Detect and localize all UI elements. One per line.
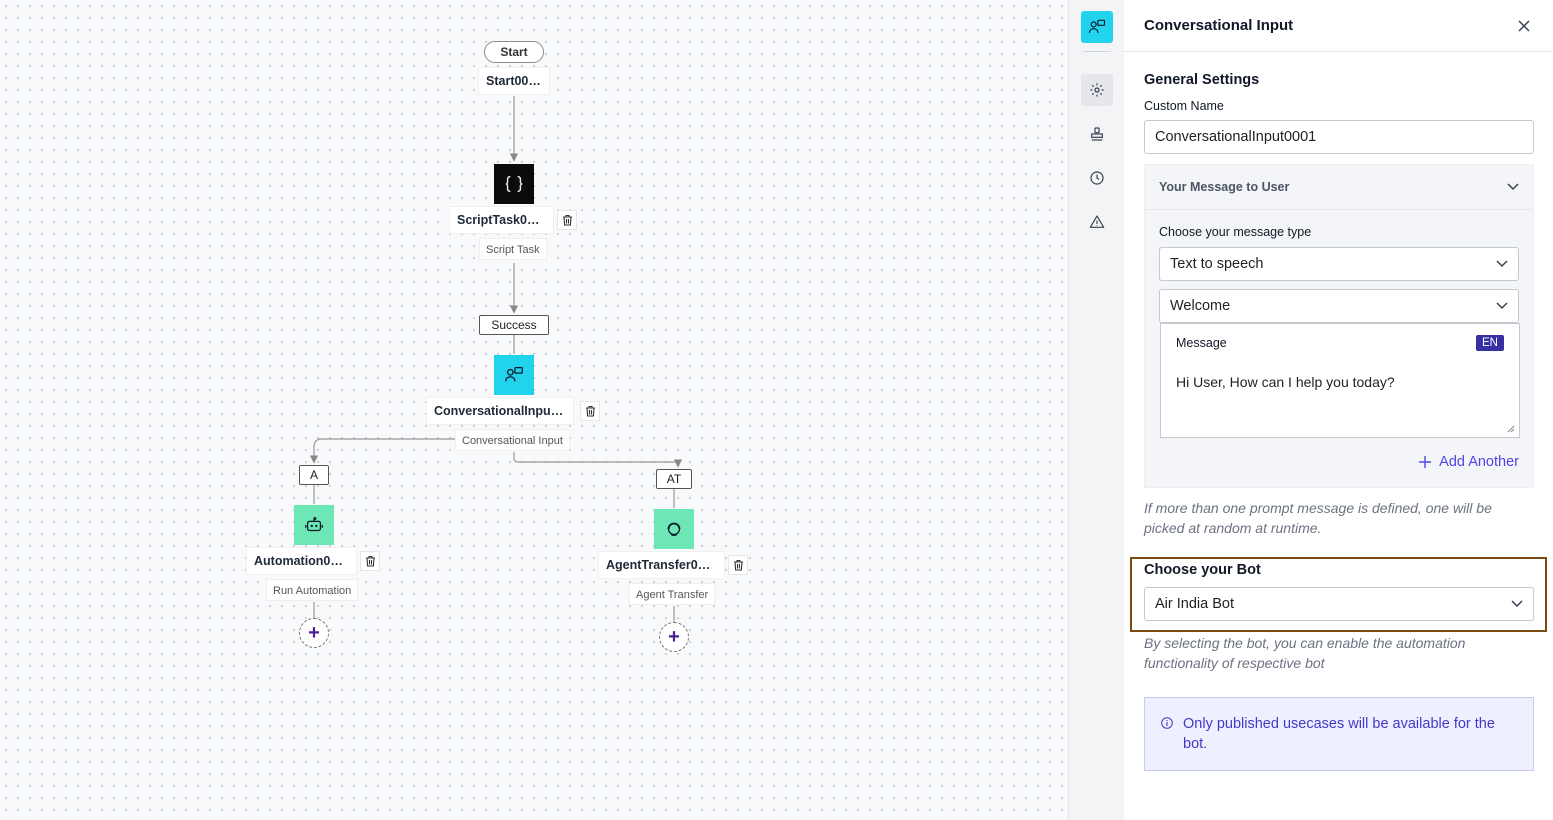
warning-icon xyxy=(1089,215,1105,228)
success-edge-label[interactable]: Success xyxy=(479,315,549,335)
info-notice: Only published usecases will be availabl… xyxy=(1144,697,1534,771)
add-node-agent-button[interactable]: + xyxy=(659,622,689,652)
panel-title: Conversational Input xyxy=(1144,17,1294,34)
conversational-input-icon xyxy=(1088,19,1106,33)
chevron-down-icon xyxy=(1496,302,1508,310)
resize-handle-icon[interactable] xyxy=(1507,425,1515,433)
message-type-value: Text to speech xyxy=(1170,256,1264,272)
start-pill[interactable]: Start xyxy=(484,41,544,63)
automation-type: Run Automation xyxy=(266,579,359,601)
conversational-input-icon xyxy=(505,367,523,382)
choose-bot-label: Choose your Bot xyxy=(1144,562,1261,578)
bot-select-value: Air India Bot xyxy=(1155,596,1234,612)
conversational-input-label[interactable]: ConversationalInput0... xyxy=(427,398,573,424)
start-node-label[interactable]: Start0001 xyxy=(479,68,549,94)
custom-name-label: Custom Name xyxy=(1144,99,1224,113)
trash-icon xyxy=(733,559,743,571)
trash-icon xyxy=(585,405,595,417)
conversational-input-type: Conversational Input xyxy=(455,429,570,451)
agent-transfer-type: Agent Transfer xyxy=(629,583,716,605)
close-icon xyxy=(1518,19,1530,32)
chevron-down-icon xyxy=(1496,260,1508,268)
prompt-hint: If more than one prompt message is defin… xyxy=(1144,500,1492,536)
delete-agent-transfer-button[interactable] xyxy=(728,555,748,575)
chevron-down-icon xyxy=(1507,183,1519,191)
message-category-select[interactable]: Welcome xyxy=(1159,289,1519,323)
clock-icon xyxy=(1090,171,1104,185)
robot-icon xyxy=(305,516,323,532)
properties-panel: Conversational Input General Settings Cu… xyxy=(1124,0,1553,820)
rail-warnings-button[interactable] xyxy=(1081,206,1113,238)
panel-header: Conversational Input xyxy=(1124,0,1553,52)
edge-conv-at xyxy=(513,452,683,468)
agent-icon xyxy=(667,522,681,536)
rail-settings-button[interactable] xyxy=(1081,74,1113,106)
bot-select[interactable]: Air India Bot xyxy=(1144,587,1534,621)
add-another-label: Add Another xyxy=(1439,454,1519,470)
message-type-select[interactable]: Text to speech xyxy=(1159,247,1519,281)
plus-icon xyxy=(1419,456,1432,468)
message-type-label: Choose your message type xyxy=(1159,225,1312,239)
delete-script-button[interactable] xyxy=(557,210,577,230)
message-category-value: Welcome xyxy=(1170,298,1231,314)
custom-name-input[interactable] xyxy=(1144,120,1534,154)
rail-divider xyxy=(1083,51,1111,52)
agent-transfer-node[interactable] xyxy=(654,509,694,549)
message-accordion: Your Message to User Choose your message… xyxy=(1144,164,1534,488)
node-type-badge xyxy=(1081,11,1113,43)
add-another-button[interactable]: Add Another xyxy=(1419,454,1519,470)
bot-selection-highlight xyxy=(1130,557,1547,632)
chevron-down-icon xyxy=(1511,600,1523,608)
message-text[interactable]: Hi User, How can I help you today? xyxy=(1176,374,1395,390)
conversational-input-node[interactable] xyxy=(494,355,534,395)
flow-edges xyxy=(309,96,683,622)
script-task-node[interactable] xyxy=(494,164,534,204)
script-task-type: Script Task xyxy=(479,238,547,260)
close-panel-button[interactable] xyxy=(1515,17,1533,35)
settings-icon xyxy=(1090,83,1104,97)
automation-node[interactable] xyxy=(294,505,334,545)
info-text: Only published usecases will be availabl… xyxy=(1183,716,1495,752)
flow-canvas[interactable]: Start Start0001 ScriptTask0001 Script Ta… xyxy=(0,0,1068,820)
trash-icon xyxy=(365,555,375,567)
panel-side-rail xyxy=(1068,0,1124,820)
trash-icon xyxy=(562,214,572,226)
delete-conversational-button[interactable] xyxy=(580,401,600,421)
general-settings-heading: General Settings xyxy=(1144,72,1260,88)
curly-braces-icon xyxy=(505,175,523,193)
edge-conv-a xyxy=(309,438,455,464)
rail-stamp-button[interactable] xyxy=(1081,118,1113,150)
accordion-title: Your Message to User xyxy=(1159,180,1290,194)
stamp-icon xyxy=(1091,127,1103,141)
message-label: Message xyxy=(1176,336,1227,350)
message-textarea[interactable]: Message EN Hi User, How can I help you t… xyxy=(1160,323,1520,438)
script-task-label[interactable]: ScriptTask0001 xyxy=(450,207,553,233)
info-icon xyxy=(1161,717,1173,729)
automation-label[interactable]: Automation0001 xyxy=(247,548,356,574)
language-badge[interactable]: EN xyxy=(1476,335,1504,351)
rail-history-button[interactable] xyxy=(1081,162,1113,194)
branch-at-label[interactable]: AT xyxy=(656,469,692,489)
bot-hint: By selecting the bot, you can enable the… xyxy=(1144,635,1466,671)
message-accordion-header[interactable]: Your Message to User xyxy=(1145,165,1533,210)
agent-transfer-label[interactable]: AgentTransfer0001 xyxy=(599,552,724,578)
add-node-automation-button[interactable]: + xyxy=(299,618,329,648)
delete-automation-button[interactable] xyxy=(360,551,380,571)
branch-a-label[interactable]: A xyxy=(299,465,329,485)
